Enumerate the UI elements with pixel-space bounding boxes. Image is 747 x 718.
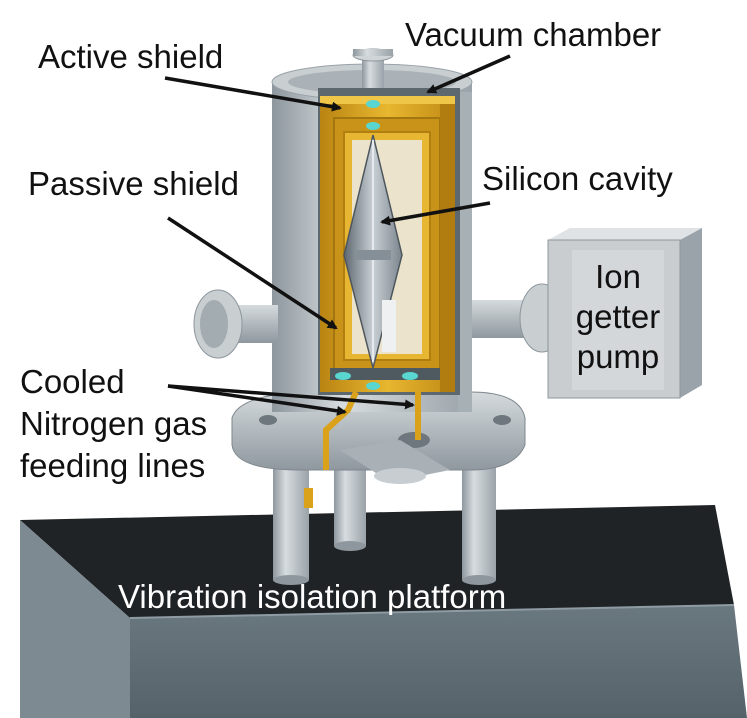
silicon-cavity-arrow (380, 201, 491, 226)
passive-shield-label: Passive shield (28, 165, 239, 202)
left-side-port (193, 289, 278, 359)
ion-pump-label-line-1: Ion (595, 258, 641, 295)
platform-left-side (20, 520, 130, 718)
silicon-cavity-label: Silicon cavity (482, 160, 673, 197)
platform-label: Vibration isolation platform (118, 578, 507, 615)
vibration-isolation-platform (20, 505, 747, 718)
platform-front-side (130, 605, 747, 718)
callout-arrows (164, 54, 511, 416)
feed-lines-label-line-3: feeding lines (20, 447, 206, 484)
vacuum-chamber-arrow (426, 54, 511, 94)
bottom-plates (330, 368, 440, 380)
active-shield-arrow (164, 76, 342, 112)
feed-lines-label-line-2: Nitrogen gas (20, 405, 208, 442)
ion-getter-pump-box (547, 228, 702, 399)
vacuum-chamber-label: Vacuum chamber (405, 16, 662, 53)
active-shield-label: Active shield (38, 38, 224, 75)
platform-top-surface (20, 505, 734, 618)
feed-lines-label-line-1: Cooled (20, 363, 125, 400)
ion-pump-label-line-2: getter (575, 298, 661, 335)
top-port (352, 48, 394, 88)
feed-line-arrow-1 (167, 384, 347, 416)
feed-line-arrow-2 (167, 384, 415, 410)
support-legs (273, 462, 496, 585)
ion-pump-label-line-3: pump (576, 338, 660, 375)
passive-shield-arrow (167, 216, 338, 330)
